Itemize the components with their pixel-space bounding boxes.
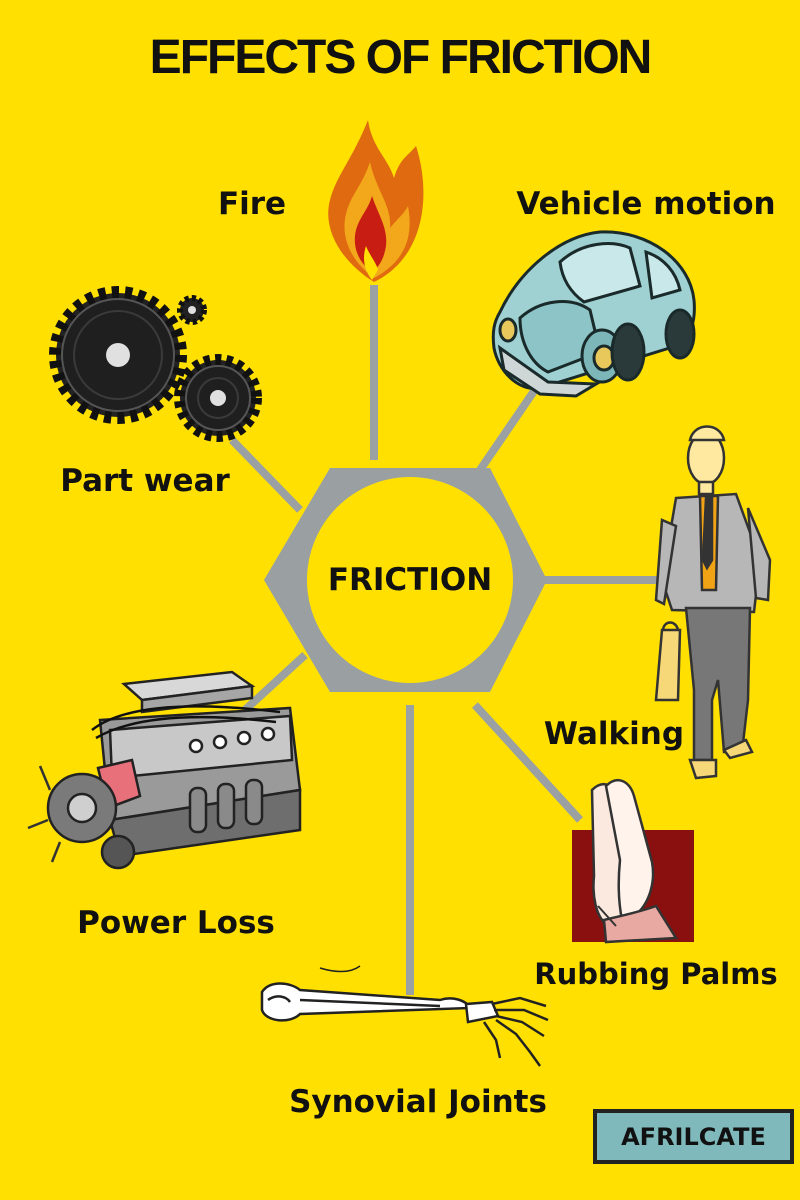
label-synovial-joints: Synovial Joints [289,1084,547,1120]
walking-man-icon [654,425,772,780]
connector-part-wear [229,437,303,513]
label-fire: Fire [218,186,286,222]
connector-power-loss [242,652,308,713]
page-title: EFFECTS OF FRICTION [149,31,653,84]
praying-hands-icon [572,778,694,944]
car-icon [491,230,696,398]
arm-skeleton-icon [260,965,549,1067]
center-label: FRICTION [327,562,493,598]
friction-hexagon [264,468,547,692]
label-vehicle-motion: Vehicle motion [516,186,775,222]
label-power-loss: Power Loss [77,905,275,941]
label-rubbing-palms: Rubbing Palms [534,957,777,991]
gears-icon [49,286,262,442]
connector-lines [229,285,665,995]
brand-text: AFRILCATE [621,1122,766,1151]
flame-icon [328,120,424,282]
engine-icon [27,670,302,870]
brand-badge: AFRILCATE [593,1109,794,1164]
label-part-wear: Part wear [60,463,230,499]
connector-rubbing-palms [472,702,583,823]
label-walking: Walking [544,716,684,752]
